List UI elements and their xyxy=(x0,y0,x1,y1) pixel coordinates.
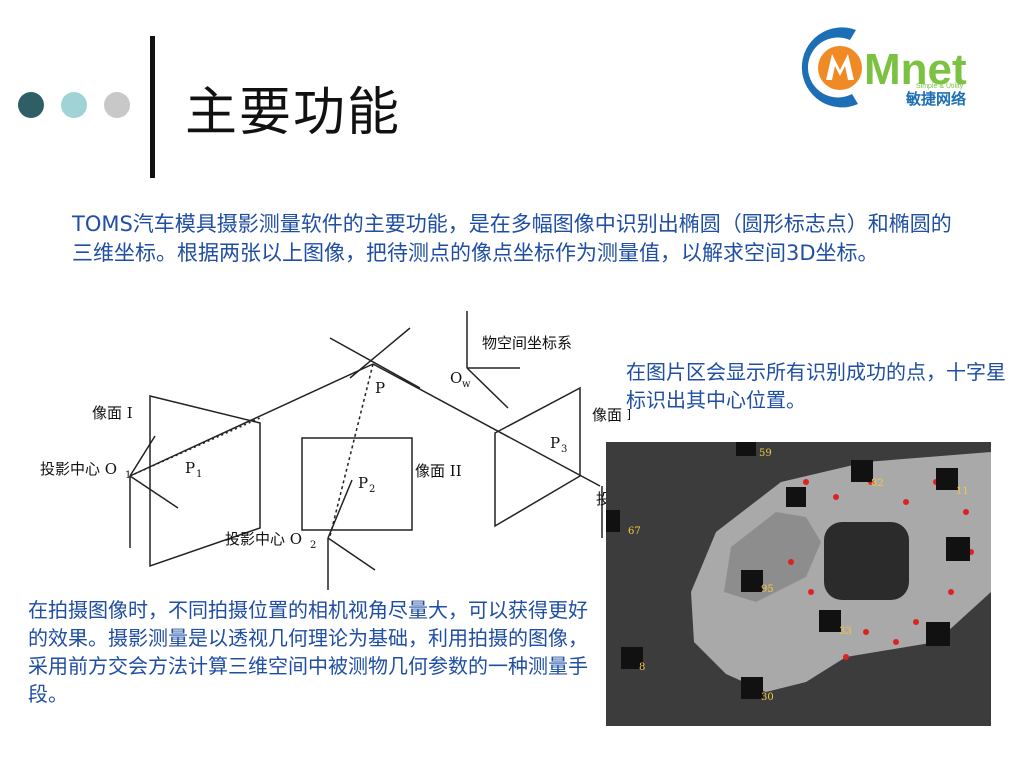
center1-label: 投影中心 O xyxy=(40,460,117,478)
logo-tagline: Simple & Utility xyxy=(916,83,964,90)
p2-label: P xyxy=(358,474,368,492)
target-label-95: 95 xyxy=(761,584,774,595)
target-label-67: 67 xyxy=(628,526,641,537)
target-label-8: 8 xyxy=(639,662,645,673)
caption-right: 在图片区会显示所有识别成功的点，十字星标识出其中心位置。 xyxy=(626,360,1006,412)
p1-label: P xyxy=(185,459,195,477)
logo-brand: Mnet xyxy=(864,45,967,94)
photogrammetry-diagram: 物空间坐标系 O w P 像面 I 像面 II 像面 III 投影中心 O 1 … xyxy=(40,311,630,590)
object-axis-label: 物空间坐标系 xyxy=(482,334,572,352)
target-label-30: 30 xyxy=(761,692,774,703)
image-plane-3 xyxy=(494,386,581,528)
image-plane-2 xyxy=(301,437,413,531)
plane1-label: 像面 I xyxy=(92,404,133,422)
photo-opening xyxy=(824,522,909,600)
p3-sub: 3 xyxy=(561,444,567,455)
logo-chinese: 敏捷网络 xyxy=(905,90,966,108)
target-label-11: 11 xyxy=(956,486,969,497)
caption-left: 在拍摄图像时，不同拍摄位置的相机视角尽量大，可以获得更好的效果。摄影测量是以透视… xyxy=(28,598,588,706)
title-decoration-dots xyxy=(18,92,138,120)
ow-label: O xyxy=(450,369,462,387)
center2-label: 投影中心 O xyxy=(225,530,302,548)
dot-light-teal xyxy=(61,92,87,118)
ow-sub: w xyxy=(462,379,471,390)
p-label: P xyxy=(375,379,385,397)
p3-label: P xyxy=(550,434,560,452)
plane2-label: 像面 II xyxy=(415,462,462,480)
p2-sub: 2 xyxy=(369,484,375,495)
slide-title: 主要功能 xyxy=(185,83,402,143)
center2-sub: 2 xyxy=(310,540,316,551)
mnet-logo: Mnet Simple & Utility 敏捷网络 xyxy=(801,27,967,108)
p1-sub: 1 xyxy=(196,469,202,480)
center1-sub: 1 xyxy=(125,470,131,481)
coded-targets xyxy=(606,442,970,699)
dot-gray xyxy=(104,92,130,118)
target-detection-photo: 59 82 11 67 95 33 8 30 xyxy=(606,442,991,726)
target-label-33: 33 xyxy=(839,626,852,637)
intro-paragraph: TOMS汽车模具摄影测量软件的主要功能，是在多幅图像中识别出椭圆（圆形标志点）和… xyxy=(72,212,952,265)
image-plane-1 xyxy=(149,395,261,568)
target-label-59: 59 xyxy=(759,448,772,459)
target-label-82: 82 xyxy=(871,478,884,489)
plane3-label: 像面 III xyxy=(592,406,630,424)
dot-dark xyxy=(18,92,44,118)
title-divider xyxy=(150,36,155,178)
